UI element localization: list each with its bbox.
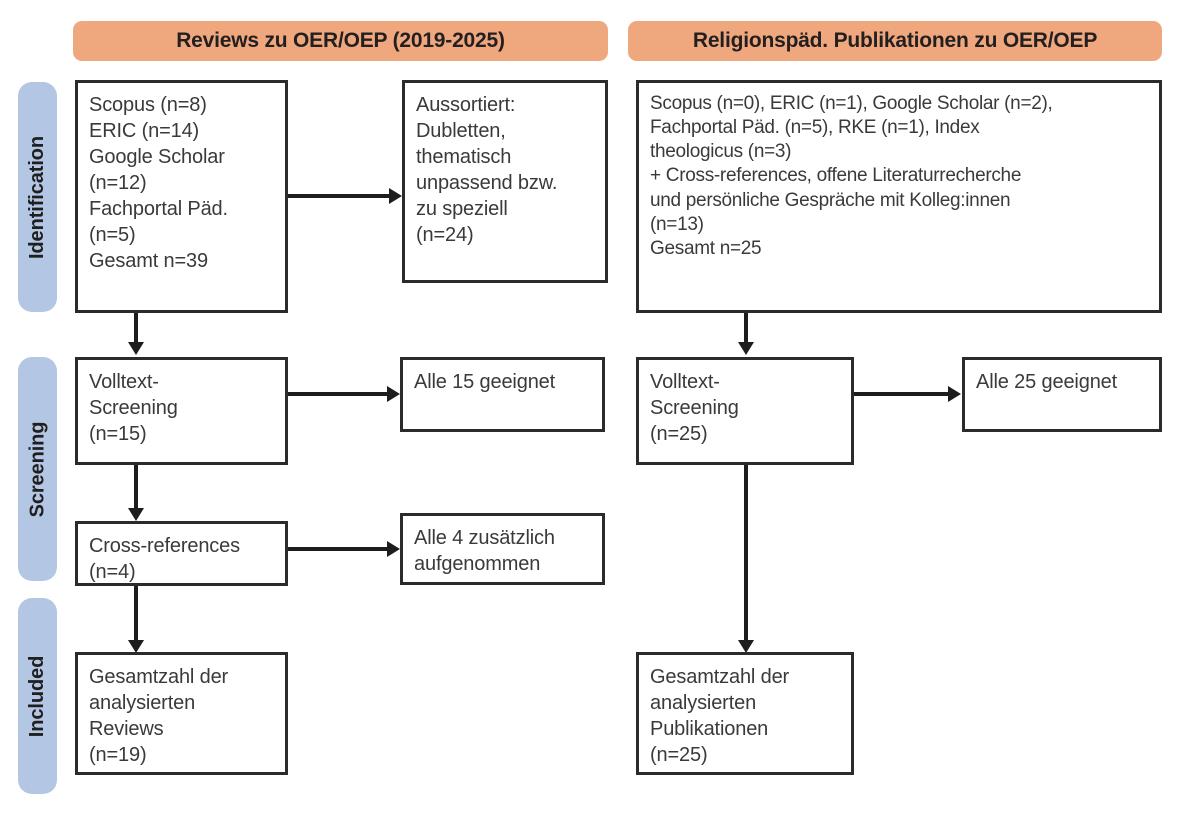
connector-left-crossrefs-to-result — [288, 547, 389, 551]
box-right-fulltext-screening: Volltext- Screening (n=25) — [636, 357, 854, 465]
banner-left-reviews: Reviews zu OER/OEP (2019-2025) — [73, 21, 608, 61]
stage-pill-identification: Identification — [18, 82, 57, 312]
box-left-cross-references: Cross-references (n=4) — [75, 521, 288, 586]
connector-right-screening-to-result — [854, 392, 950, 396]
box-left-fulltext-result: Alle 15 geeignet — [400, 357, 605, 432]
arrowhead-left-screening-to-crossrefs — [128, 508, 144, 521]
connector-left-crossrefs-to-included — [134, 586, 138, 642]
arrowhead-left-crossrefs-to-included — [128, 640, 144, 653]
banner-right-publications: Religionspäd. Publikationen zu OER/OEP — [628, 21, 1162, 61]
box-left-cross-references-result: Alle 4 zusätzlich aufgenommen — [400, 513, 605, 585]
connector-right-identification-to-screening — [744, 313, 748, 344]
connector-left-screening-to-crossrefs — [134, 465, 138, 510]
connector-left-identification-to-screening — [134, 313, 138, 344]
arrowhead-right-screening-to-result — [948, 386, 961, 402]
box-left-excluded: Aussortiert: Dubletten, thematisch unpas… — [402, 80, 608, 283]
stage-pill-screening: Screening — [18, 357, 57, 581]
stage-label-included: Included — [26, 655, 48, 737]
connector-right-screening-to-included — [744, 465, 748, 642]
arrowhead-left-identification-to-screening — [128, 342, 144, 355]
stage-label-screening: Screening — [26, 421, 48, 517]
connector-left-screening-to-result — [288, 392, 389, 396]
arrowhead-left-identification-to-excluded — [389, 188, 402, 204]
box-right-included-total: Gesamtzahl der analysierten Publikatione… — [636, 652, 854, 775]
stage-pill-included: Included — [18, 598, 57, 794]
box-left-fulltext-screening: Volltext- Screening (n=15) — [75, 357, 288, 465]
box-left-included-total: Gesamtzahl der analysierten Reviews (n=1… — [75, 652, 288, 775]
stage-label-identification: Identification — [26, 135, 49, 259]
arrowhead-right-screening-to-included — [738, 640, 754, 653]
box-right-fulltext-result: Alle 25 geeignet — [962, 357, 1162, 432]
arrowhead-left-crossrefs-to-result — [387, 541, 400, 557]
connector-left-identification-to-excluded — [288, 194, 391, 198]
box-right-identification-sources: Scopus (n=0), ERIC (n=1), Google Scholar… — [636, 80, 1162, 313]
arrowhead-left-screening-to-result — [387, 386, 400, 402]
box-left-identification-sources: Scopus (n=8) ERIC (n=14) Google Scholar … — [75, 80, 288, 313]
arrowhead-right-identification-to-screening — [738, 342, 754, 355]
